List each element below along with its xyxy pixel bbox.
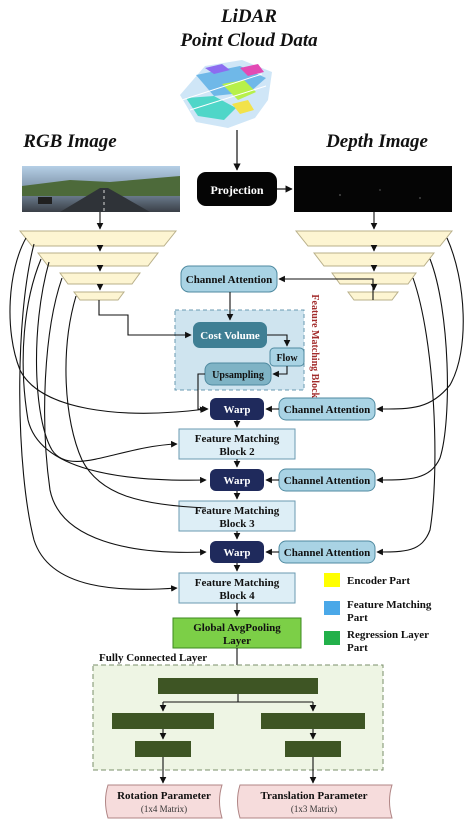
fmb3-line2: Block 3 — [219, 518, 255, 530]
fmb1-label: Feature Matching Block 1 — [309, 294, 320, 405]
lidar-title-line2: Point Cloud Data — [179, 30, 318, 51]
channel-attention-3-label: Channel Attention — [284, 475, 371, 487]
cost-volume-box — [193, 322, 267, 348]
rgb-skip-5 — [19, 243, 178, 592]
warp-2 — [210, 469, 264, 491]
legend-label-feature-matching-2: Part — [347, 612, 368, 624]
rgb-skip-2 — [22, 258, 207, 484]
depth-image — [294, 166, 452, 212]
fc-bar-translation-1 — [261, 713, 365, 729]
rgb-title: RGB Image — [22, 131, 117, 152]
rgb-encoder-layer-2 — [36, 252, 160, 267]
channel-attention-1 — [180, 265, 278, 293]
projection-label: Projection — [210, 183, 263, 197]
legend: Encoder Part Feature Matching Part Regre… — [324, 573, 432, 654]
channel-attention-2-label: Channel Attention — [284, 404, 371, 416]
warp-3-label: Warp — [224, 547, 251, 559]
fc-bar-translation-2 — [285, 741, 341, 757]
warp-3 — [210, 541, 264, 563]
rgb-image — [22, 166, 180, 212]
channel-attention-4-label: Channel Attention — [284, 547, 371, 559]
rgb-encoder-layer-4 — [73, 291, 125, 301]
channel-attention-1-label: Channel Attention — [186, 274, 273, 286]
feature-matching-block-2 — [178, 428, 296, 460]
rgb-skip-4 — [65, 295, 207, 509]
warp-2-label: Warp — [224, 475, 251, 487]
rgb-encoder-layer-1 — [18, 230, 178, 247]
gap-line2: Layer — [223, 635, 251, 647]
rgb-encoder-layer-3 — [59, 272, 141, 285]
legend-label-encoder: Encoder Part — [347, 575, 410, 587]
fc-bar-shared — [158, 678, 318, 694]
fmb2-line1: Feature Matching — [195, 433, 280, 445]
flow-label: Flow — [276, 353, 298, 364]
fmb3-line1: Feature Matching — [195, 505, 280, 517]
rotation-output-box — [105, 784, 223, 819]
legend-swatch-feature-matching — [324, 601, 340, 615]
warp-1-label: Warp — [224, 404, 251, 416]
legend-label-feature-matching-1: Feature Matching — [347, 599, 432, 611]
depth-skip-1 — [376, 237, 464, 413]
cost-volume-label: Cost Volume — [200, 330, 260, 342]
global-avgpooling-layer — [172, 617, 302, 649]
depth-encoder-layer-2 — [312, 252, 436, 267]
fc-bar-rotation-2 — [135, 741, 191, 757]
translation-output-box — [237, 784, 393, 819]
legend-label-regression-2: Part — [347, 642, 368, 654]
legend-label-regression-1: Regression Layer — [347, 629, 429, 641]
legend-swatch-encoder — [324, 573, 340, 587]
translation-sub: (1x3 Matrix) — [291, 804, 337, 814]
feature-matching-block-4 — [178, 572, 296, 604]
rgb-skip-3 — [44, 277, 207, 556]
lidar-title-line1: LiDAR — [220, 6, 277, 27]
depth-encoder-layer-1 — [294, 230, 454, 247]
rotation-title: Rotation Parameter — [117, 790, 211, 802]
fmb2-line2: Block 2 — [219, 446, 255, 458]
rotation-sub: (1x4 Matrix) — [141, 804, 187, 814]
warp-1 — [210, 398, 264, 420]
fmb4-line2: Block 4 — [219, 590, 255, 602]
lidar-point-cloud-image — [180, 60, 272, 128]
rgb-encoder — [18, 230, 178, 301]
depth-encoder-layer-3 — [331, 272, 417, 285]
depth-encoder — [294, 230, 454, 301]
legend-swatch-regression — [324, 631, 340, 645]
depth-skip-2 — [376, 258, 448, 484]
fmb4-line1: Feature Matching — [195, 577, 280, 589]
feature-matching-block-3 — [178, 500, 296, 532]
projection-box — [197, 172, 277, 206]
gap-line1: Global AvgPooling — [193, 622, 281, 634]
translation-title: Translation Parameter — [260, 790, 367, 802]
rgb-skip-1 — [9, 237, 207, 414]
upsampling-label: Upsampling — [212, 370, 264, 381]
rgb-skip-6 — [35, 261, 178, 462]
fc-bar-rotation-1 — [112, 713, 214, 729]
depth-title: Depth Image — [325, 131, 428, 152]
fc-label: Fully Connected Layer — [99, 652, 207, 664]
depth-skip-3 — [376, 277, 436, 556]
